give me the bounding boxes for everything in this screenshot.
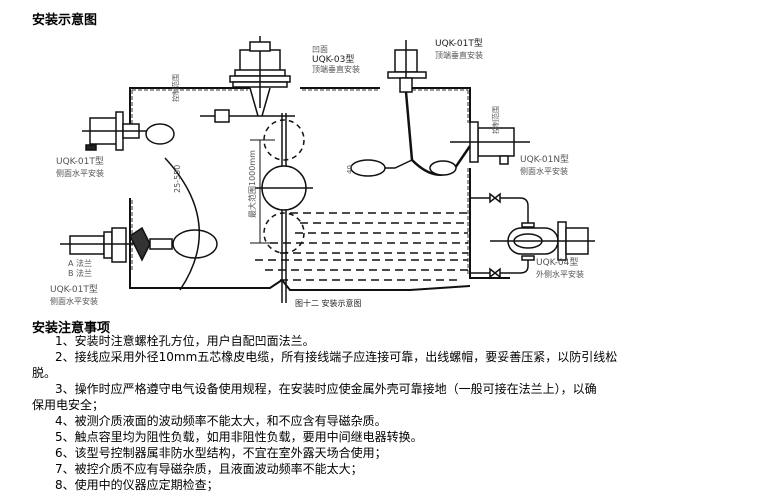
label-uqk03-3: 顶端垂直安装 bbox=[312, 64, 360, 74]
label-uqk01t-bottom-1: UQK-01T型 bbox=[50, 284, 98, 295]
label-uqk04-2: 外侧水平安装 bbox=[536, 269, 584, 279]
uqk01t-side-controller bbox=[82, 111, 175, 151]
note-item: 2、接线应采用外径10mm五芯橡皮电缆，所有接线端子应连接可靠，出线螺帽，要妥善… bbox=[55, 350, 618, 364]
label-uqk01t-bottom-2: 侧面水平安装 bbox=[50, 296, 98, 306]
note-item: 7、被控介质不应有导磁杂质，且液面波动频率不能太大； bbox=[55, 462, 363, 476]
label-flange-b: B 法兰 bbox=[68, 268, 92, 278]
label-uqk03-1: 凹面 bbox=[312, 45, 328, 54]
notes-title: 安装注意事项 bbox=[32, 321, 111, 336]
note-item: 1、安装时注意螺栓孔方位，用户自配凹面法兰。 bbox=[55, 334, 315, 348]
note-item: 6、该型号控制器属非防水型结构，不宜在室外露天场合使用； bbox=[55, 446, 387, 460]
label-uqk01t-side-1: UQK-01T型 bbox=[56, 156, 104, 167]
figure-caption: 图十二 安装示意图 bbox=[295, 298, 362, 308]
uqk01n-controller bbox=[450, 121, 530, 165]
label-uqk01n-1: UQK-01N型 bbox=[520, 154, 569, 165]
uqk04-controller bbox=[470, 192, 595, 279]
uqk01t-top-controller bbox=[350, 40, 472, 177]
label-control-range-right: 控制范围 bbox=[491, 106, 500, 134]
label-uqk01t-top-2: 顶端垂直安装 bbox=[435, 50, 483, 60]
note-item: 3、操作时应严格遵守电气设备使用规程，在安装时应使金属外壳可靠接地（一般可接在法… bbox=[55, 382, 597, 396]
label-max-range: 最大范围1000mm bbox=[247, 150, 257, 218]
note-item: 8、使用中的仪器应定期检查； bbox=[55, 478, 219, 492]
note-item: 5、触点容里均为阻性负载，如用非阻性负载，要用中间继电器转换。 bbox=[55, 430, 423, 444]
label-uqk04-1: UQK-04型 bbox=[536, 257, 578, 268]
label-uqk01n-2: 侧面水平安装 bbox=[520, 166, 568, 176]
note-continuation: 保用电安全； bbox=[32, 398, 105, 412]
note-item: 4、被测介质液面的波动频率不能太大，和不应含有导磁杂质。 bbox=[55, 414, 387, 428]
uqk01t-bottom-controller bbox=[60, 226, 218, 263]
label-25-550: 25-550 bbox=[173, 165, 182, 193]
label-dim-40: 40 bbox=[346, 165, 354, 174]
label-uqk01t-side-2: 侧面水平安装 bbox=[56, 168, 104, 178]
section-title: 安装示意图 bbox=[32, 13, 98, 28]
label-flange-a: A 法兰 bbox=[68, 258, 92, 268]
label-uqk01t-top-1: UQK-01T型 bbox=[435, 38, 483, 49]
label-control-range-left: 控制范围 bbox=[171, 74, 180, 102]
label-uqk03-2: UQK-03型 bbox=[312, 54, 354, 65]
note-continuation: 脱。 bbox=[32, 366, 57, 380]
uqk03-controller bbox=[200, 36, 295, 123]
installation-diagram: 凹面 UQK-03型 顶端垂直安装 UQK-01T型 顶端垂直安装 UQK-01… bbox=[50, 28, 610, 313]
